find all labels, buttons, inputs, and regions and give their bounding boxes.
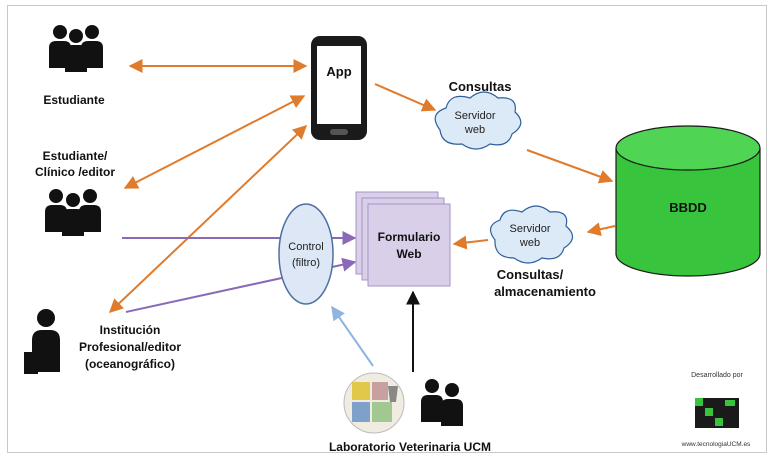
- cloud-top-label-1: Servidor: [455, 110, 496, 122]
- arrow-clinico-app: [123, 95, 306, 189]
- cloud-bottom-label-2: web: [519, 237, 540, 249]
- control-filter-node: [278, 203, 334, 305]
- arrow-cloud2-form: [452, 235, 489, 250]
- lab-label: Laboratorio Veterinaria UCM: [329, 440, 491, 454]
- arrow-bbdd-cloud2: [586, 222, 616, 237]
- actor-clinico-label-1: Estudiante/: [43, 149, 108, 163]
- database-label: BBDD: [669, 200, 707, 215]
- arrow-app-cloud: [374, 83, 437, 112]
- control-label-2: (filtro): [292, 257, 320, 269]
- lab-collage-icon: [343, 372, 405, 434]
- cloud-bottom-caption-2: almacenamiento: [494, 284, 596, 299]
- people-group-icon: [421, 379, 463, 426]
- arrow-institucion-app: [108, 125, 308, 313]
- control-label-1: Control: [288, 241, 323, 253]
- cloud-icon: [434, 91, 522, 150]
- businessman-icon: [24, 309, 60, 374]
- arrow-lab-control: [331, 305, 374, 367]
- form-label-2: Web: [396, 247, 421, 261]
- cloud-icon: [489, 205, 574, 264]
- app-label: App: [326, 64, 351, 79]
- cloud-bottom-caption-1: Consultas/: [497, 267, 564, 282]
- actor-estudiante-label: Estudiante: [43, 93, 105, 107]
- smartphone-icon: [311, 36, 367, 140]
- cloud-top-label-2: web: [464, 124, 485, 136]
- credit-label: Desarrollado por: [691, 372, 743, 379]
- actor-clinico-label-2: Clínico /editor: [35, 165, 115, 179]
- web-form-stack: [355, 191, 451, 287]
- actor-institucion-label-1: Institución: [100, 323, 161, 337]
- cloud-bottom-label-1: Servidor: [510, 223, 551, 235]
- logo-icon: [695, 398, 739, 428]
- database-cylinder-icon: [615, 125, 761, 277]
- form-label-1: Formulario: [378, 230, 441, 244]
- actor-institucion-label-3: (oceanográfico): [85, 357, 175, 371]
- diagram-frame: [7, 5, 767, 453]
- people-group-icon: [45, 189, 101, 236]
- people-group-icon: [49, 25, 103, 72]
- arrow-cloud-bbdd: [526, 149, 614, 184]
- actor-institucion-label-2: Profesional/editor: [79, 340, 181, 354]
- credit-url: www.tecnologiaUCM.es: [681, 441, 751, 448]
- cloud-top-caption: Consultas: [449, 79, 512, 94]
